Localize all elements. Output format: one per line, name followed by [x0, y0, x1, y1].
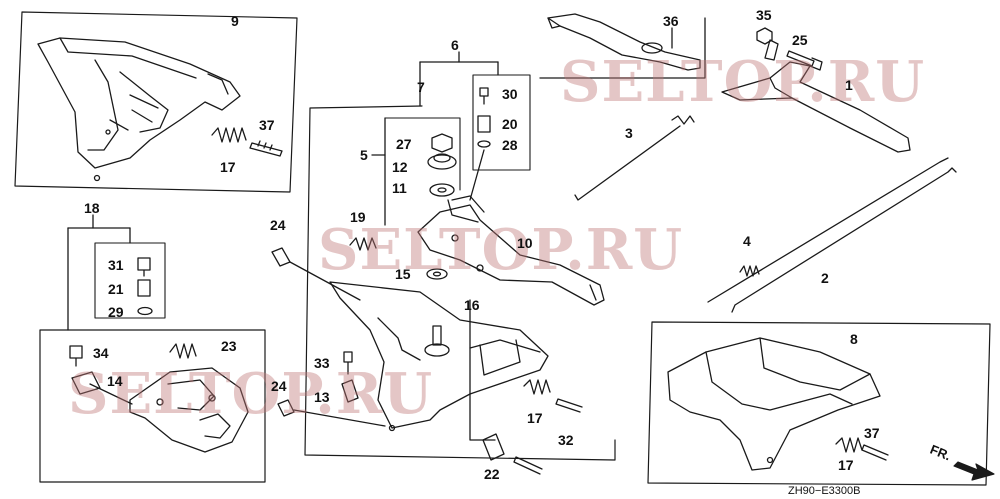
part-28-clip — [477, 140, 491, 148]
frame-group-9 — [14, 11, 298, 193]
callout-11: 11 — [392, 180, 407, 196]
part-9-bracket — [37, 37, 241, 182]
part-17-spring-c — [835, 437, 863, 453]
part-23-spring — [169, 343, 197, 359]
part-36-lever — [547, 13, 701, 71]
callout-37-top: 37 — [259, 117, 275, 133]
frame-group-18 — [39, 329, 266, 483]
part-21-collar — [137, 279, 151, 297]
part-15-washer — [426, 268, 448, 280]
callout-9: 9 — [231, 13, 239, 29]
callout-21: 21 — [108, 281, 124, 297]
callout-12: 12 — [392, 159, 408, 175]
watermark-middle: SELTOP.RU — [318, 217, 684, 283]
part-25-bolt — [786, 50, 823, 71]
callout-3: 3 — [625, 125, 633, 141]
callout-1: 1 — [845, 77, 853, 93]
callout-7: 7 — [417, 79, 425, 95]
part-3-rod — [574, 115, 695, 201]
leader-6-down — [469, 149, 485, 201]
part-19-spring — [349, 237, 377, 251]
part-37-bolt-a — [249, 140, 283, 157]
callout-18: 18 — [84, 200, 100, 216]
callout-33: 33 — [314, 355, 330, 371]
callout-17-middle: 17 — [527, 410, 543, 426]
callout-35: 35 — [756, 7, 772, 23]
drawing-code: ZH90−E3300B — [788, 485, 861, 497]
watermark-top: SELTOP.RU — [560, 49, 926, 115]
part-22-bolt — [513, 456, 543, 475]
part-16-plate — [329, 281, 549, 432]
callout-28: 28 — [502, 137, 518, 153]
part-1-lever — [721, 39, 911, 153]
part-31-screw — [137, 257, 151, 277]
callout-15: 15 — [395, 266, 411, 282]
callout-2: 2 — [821, 270, 829, 286]
callout-37-bottom: 37 — [864, 425, 880, 441]
callout-30: 30 — [502, 86, 518, 102]
leader-24a — [289, 261, 361, 301]
callout-36: 36 — [663, 13, 679, 29]
part-32-bolt — [555, 398, 583, 413]
part-14-bracket — [71, 371, 101, 395]
part-17-spring-b — [523, 379, 551, 395]
part-2-rod — [707, 157, 957, 313]
front-arrow — [953, 461, 995, 481]
frame-group-5 — [384, 117, 461, 191]
part-35-nut — [756, 27, 773, 45]
callout-4: 4 — [743, 233, 751, 249]
callout-31: 31 — [108, 257, 124, 273]
callout-16: 16 — [464, 297, 480, 313]
frame-group-6 — [472, 74, 531, 171]
frame-group-8 — [647, 321, 991, 486]
frame-group-7 — [304, 105, 616, 461]
part-22-collar — [482, 433, 505, 461]
callout-17-top: 17 — [220, 159, 236, 175]
leader-36 — [539, 17, 706, 79]
part-13-clip — [341, 379, 359, 403]
callout-34: 34 — [93, 345, 109, 361]
part-18-assembly — [129, 367, 249, 453]
callout-24-bottom: 24 — [271, 378, 287, 394]
callout-24-top: 24 — [270, 217, 286, 233]
leader-24b — [293, 409, 386, 427]
part-27-nut — [431, 133, 453, 153]
callout-8: 8 — [850, 331, 858, 347]
callout-14: 14 — [107, 373, 123, 389]
callout-23: 23 — [221, 338, 237, 354]
callout-22: 22 — [484, 466, 500, 482]
watermark-bottom: SELTOP.RU — [68, 361, 434, 427]
frame-group-31 — [94, 242, 166, 319]
part-20-collar — [477, 115, 491, 133]
callout-20: 20 — [502, 116, 518, 132]
leader-14 — [89, 383, 133, 405]
callout-32: 32 — [558, 432, 574, 448]
part-33-screw — [343, 351, 353, 375]
callout-19: 19 — [350, 209, 366, 225]
part-8-cover — [667, 337, 881, 471]
part-24-bolt-b — [277, 399, 295, 417]
callout-17-bottom: 17 — [838, 457, 854, 473]
part-30-screw — [479, 87, 489, 105]
callout-29: 29 — [108, 304, 124, 320]
callout-10: 10 — [517, 235, 533, 251]
part-17-spring-a — [211, 127, 247, 143]
part-24-bolt-a — [271, 247, 291, 267]
callout-13: 13 — [314, 389, 330, 405]
part-12-collar — [427, 153, 457, 170]
callout-5: 5 — [360, 147, 368, 163]
callout-25: 25 — [792, 32, 808, 48]
part-11-washer — [429, 183, 455, 197]
part-29-clip — [137, 306, 153, 316]
part-4-spring — [739, 265, 760, 277]
callout-27: 27 — [396, 136, 412, 152]
part-37-bolt-b — [861, 444, 889, 461]
part-10-arm — [417, 195, 605, 306]
part-34-screw — [69, 345, 83, 367]
leader-16 — [469, 299, 496, 441]
callout-6: 6 — [451, 37, 459, 53]
